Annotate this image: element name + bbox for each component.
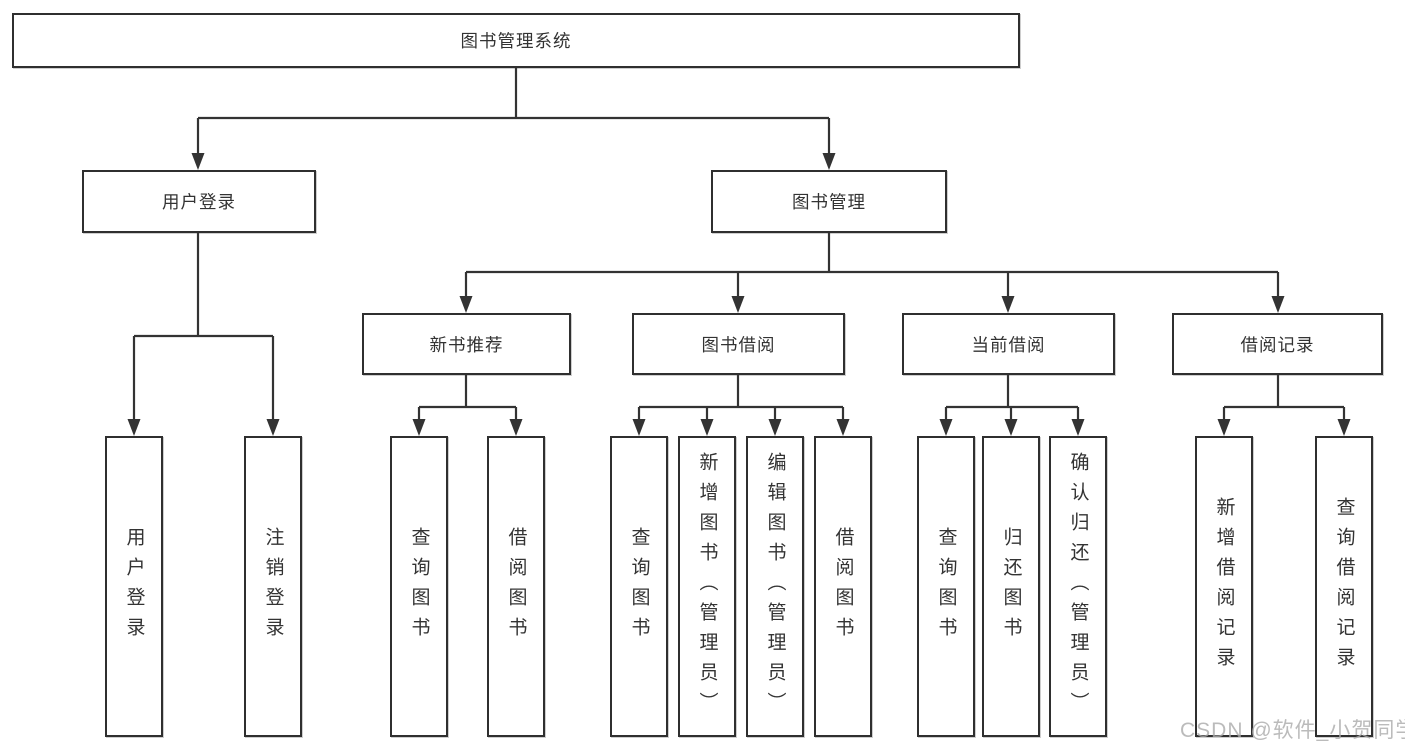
csdn-watermark: CSDN @软件_小贺同学 [1180, 719, 1405, 742]
node-borrow-records-label: 借阅记录 [1240, 334, 1315, 355]
node-leaf-borrow-books: 借阅图书 [814, 436, 872, 737]
node-current-borrow: 当前借阅 [902, 313, 1115, 375]
node-leaf-query-borrow-record-label: 查询借阅记录 [1333, 496, 1355, 677]
node-leaf-add-books-admin-label: 新增图书（管理员） [696, 451, 718, 722]
node-book-borrow: 图书借阅 [632, 313, 845, 375]
node-new-book-recommend: 新书推荐 [362, 313, 571, 375]
node-new-book-recommend-label: 新书推荐 [429, 334, 504, 355]
node-borrow-records: 借阅记录 [1172, 313, 1383, 375]
node-leaf-query-books-current-label: 查询图书 [935, 526, 957, 647]
node-leaf-return-books: 归还图书 [982, 436, 1040, 737]
node-leaf-borrow-books-recommend: 借阅图书 [487, 436, 545, 737]
node-book-management: 图书管理 [711, 170, 947, 233]
node-leaf-user-login-label: 用户登录 [123, 526, 145, 647]
node-user-login: 用户登录 [82, 170, 316, 233]
node-leaf-query-books-recommend: 查询图书 [390, 436, 448, 737]
node-leaf-add-borrow-record: 新增借阅记录 [1195, 436, 1253, 737]
node-leaf-query-books-borrow: 查询图书 [610, 436, 668, 737]
node-leaf-confirm-return-admin-label: 确认归还（管理员） [1067, 451, 1089, 722]
node-leaf-edit-books-admin: 编辑图书（管理员） [746, 436, 804, 737]
node-leaf-edit-books-admin-label: 编辑图书（管理员） [764, 451, 786, 722]
node-current-borrow-label: 当前借阅 [971, 334, 1046, 355]
node-leaf-return-books-label: 归还图书 [1000, 526, 1022, 647]
node-leaf-add-borrow-record-label: 新增借阅记录 [1213, 496, 1235, 677]
node-leaf-confirm-return-admin: 确认归还（管理员） [1049, 436, 1107, 737]
tree-edges [132, 68, 1346, 430]
node-leaf-logout: 注销登录 [244, 436, 302, 737]
node-user-login-label: 用户登录 [162, 192, 236, 212]
node-leaf-borrow-books-recommend-label: 借阅图书 [505, 526, 527, 647]
node-leaf-logout-label: 注销登录 [262, 526, 284, 647]
node-book-management-system-label: 图书管理系统 [460, 31, 572, 51]
node-book-management-label: 图书管理 [792, 192, 866, 212]
node-leaf-add-books-admin: 新增图书（管理员） [678, 436, 736, 737]
arrowheads [127, 153, 1351, 436]
node-leaf-query-borrow-record: 查询借阅记录 [1315, 436, 1373, 737]
node-leaf-query-books-current: 查询图书 [917, 436, 975, 737]
node-leaf-borrow-books-label: 借阅图书 [832, 526, 854, 647]
node-book-borrow-label: 图书借阅 [701, 334, 776, 355]
node-leaf-query-books-recommend-label: 查询图书 [408, 526, 430, 647]
node-leaf-user-login: 用户登录 [105, 436, 163, 737]
node-book-management-system: 图书管理系统 [12, 13, 1020, 68]
node-leaf-query-books-borrow-label: 查询图书 [628, 526, 650, 647]
